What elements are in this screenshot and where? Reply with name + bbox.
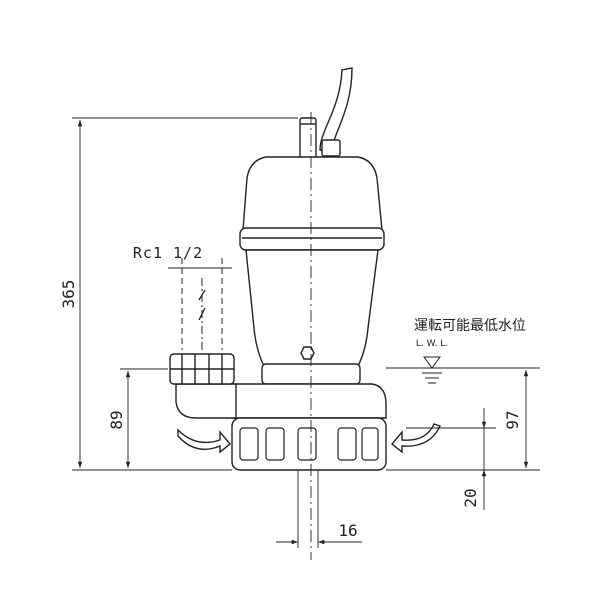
strainer-slot <box>265 427 285 461</box>
strainer-slot <box>297 427 317 461</box>
suction-height-label: 97 <box>503 410 522 429</box>
water-level-label-abbr: L. W. L. <box>416 339 448 349</box>
dimension-lines <box>72 117 540 548</box>
power-cable <box>319 67 353 153</box>
water-level-triangle-icon <box>423 356 441 369</box>
strainer-slot <box>239 427 259 461</box>
thread-mark-icon <box>198 289 206 321</box>
discharge-pipe <box>181 258 223 350</box>
strainer-slots <box>239 427 379 461</box>
outlet-flow-arrow-icon <box>177 428 231 454</box>
volute-casing <box>231 383 387 419</box>
overall-height-label: 365 <box>59 280 78 309</box>
bottom-clearance-label: 20 <box>461 488 480 507</box>
motor-band <box>239 227 385 251</box>
discharge-height-label: 89 <box>107 410 126 429</box>
inlet-flow-arrow-icon <box>391 423 441 454</box>
discharge-elbow <box>175 383 237 419</box>
strainer-slot <box>361 427 379 461</box>
water-level-label-jp: 運転可能最低水位 <box>414 318 526 334</box>
pump-body <box>169 67 387 471</box>
flow-arrows <box>177 423 441 454</box>
discharge-thread-label: Rc1 1/2 <box>133 244 203 262</box>
motor-housing <box>242 156 383 231</box>
bottom-width-label: 16 <box>338 521 357 540</box>
drain-plug-icon <box>300 346 315 360</box>
strainer-slot <box>337 427 357 461</box>
cable-gland <box>321 139 341 157</box>
water-level-symbol <box>422 356 442 384</box>
